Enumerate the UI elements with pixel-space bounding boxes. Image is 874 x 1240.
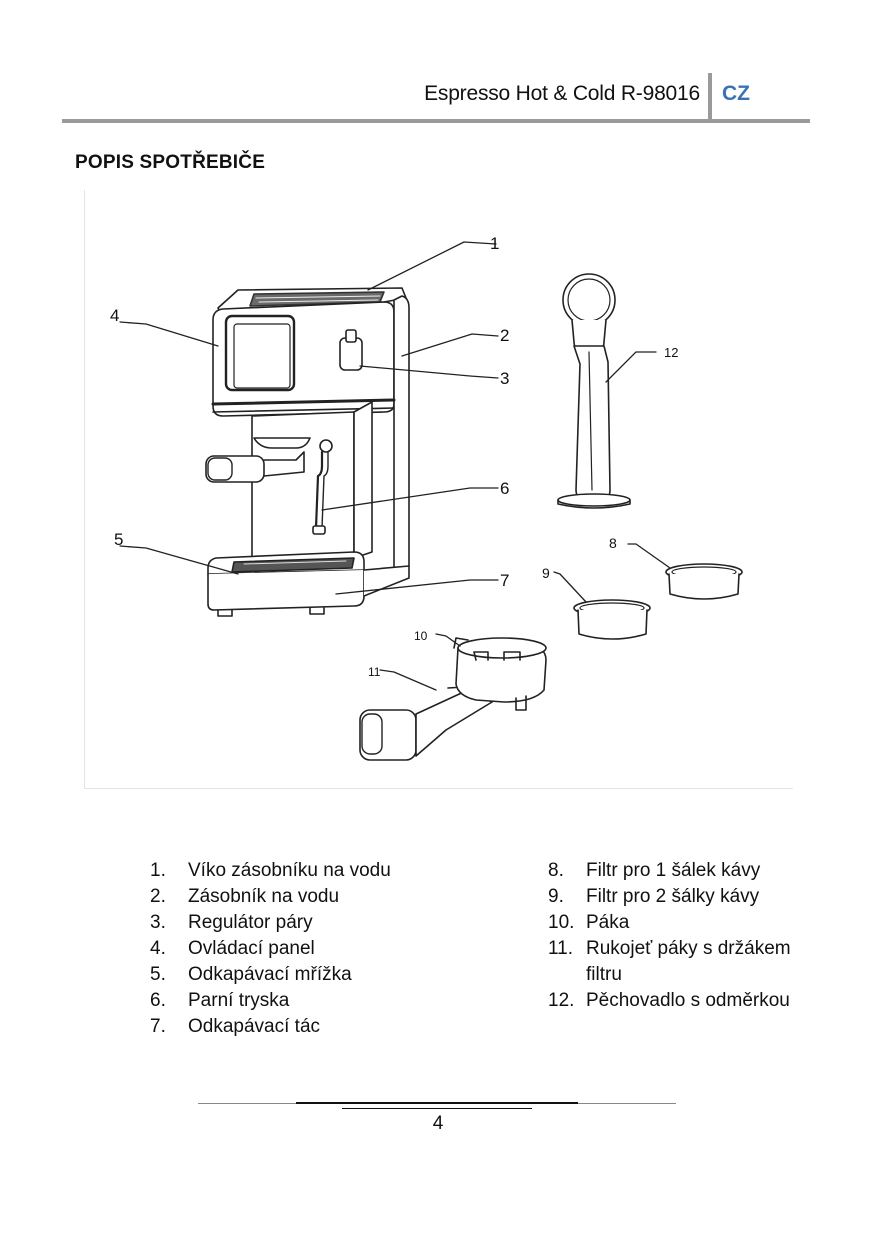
list-item: 2.Zásobník na vodu [150, 886, 340, 907]
filter-two-cup-drawing [573, 599, 651, 640]
callout-11: 11 [368, 665, 381, 679]
parts-list-right: 8.Filtr pro 1 šálek kávy 9.Filtr pro 2 š… [548, 858, 808, 1014]
footer-rule [342, 1108, 532, 1109]
page-number: 4 [432, 1113, 444, 1134]
callout-10: 10 [414, 629, 428, 643]
language-code: CZ [722, 82, 750, 105]
callout-2: 2 [500, 326, 509, 345]
callout-8: 8 [609, 535, 617, 551]
parts-list-left: 1.Víko zásobníku na vodu 2.Zásobník na v… [150, 858, 490, 1040]
list-item: 12.Pěchovadlo s odměrkou [548, 990, 790, 1011]
callout-9: 9 [542, 565, 550, 581]
list-item: 7.Odkapávací tác [150, 1016, 321, 1037]
list-item: 6.Parní tryska [150, 990, 290, 1011]
figure-frame [84, 190, 793, 789]
header-divider [708, 73, 712, 121]
list-item: 3.Regulátor páry [150, 912, 313, 933]
callout-1: 1 [490, 234, 499, 253]
callout-3: 3 [500, 369, 509, 388]
filter-one-cup-drawing [665, 563, 743, 600]
list-item: 5.Odkapávací mřížka [150, 964, 352, 985]
list-item: 4.Ovládací panel [150, 938, 315, 959]
list-item: 11.Rukojeť páky s držákem filtru [548, 938, 791, 985]
list-item: 10.Páka [548, 912, 630, 933]
list-item: 1.Víko zásobníku na vodu [150, 860, 391, 881]
callout-leaders [119, 241, 671, 691]
appliance-diagram: 1 2 3 4 5 6 7 8 9 10 11 12 [110, 234, 743, 761]
list-item: 8.Filtr pro 1 šálek kávy [548, 860, 761, 881]
document-title: Espresso Hot & Cold R-98016 [424, 82, 700, 105]
callout-6: 6 [500, 479, 509, 498]
tamper-drawing [557, 273, 631, 509]
callout-5: 5 [114, 530, 123, 549]
callout-12: 12 [664, 345, 678, 360]
portafilter-drawing [359, 637, 547, 761]
callout-4: 4 [110, 306, 119, 325]
espresso-machine-drawing [205, 287, 410, 617]
footer-rule [296, 1102, 578, 1104]
section-title: POPIS SPOTŘEBIČE [75, 152, 266, 173]
callout-7: 7 [500, 571, 509, 590]
list-item: 9.Filtr pro 2 šálky kávy [548, 886, 760, 907]
header-rule [62, 119, 810, 123]
